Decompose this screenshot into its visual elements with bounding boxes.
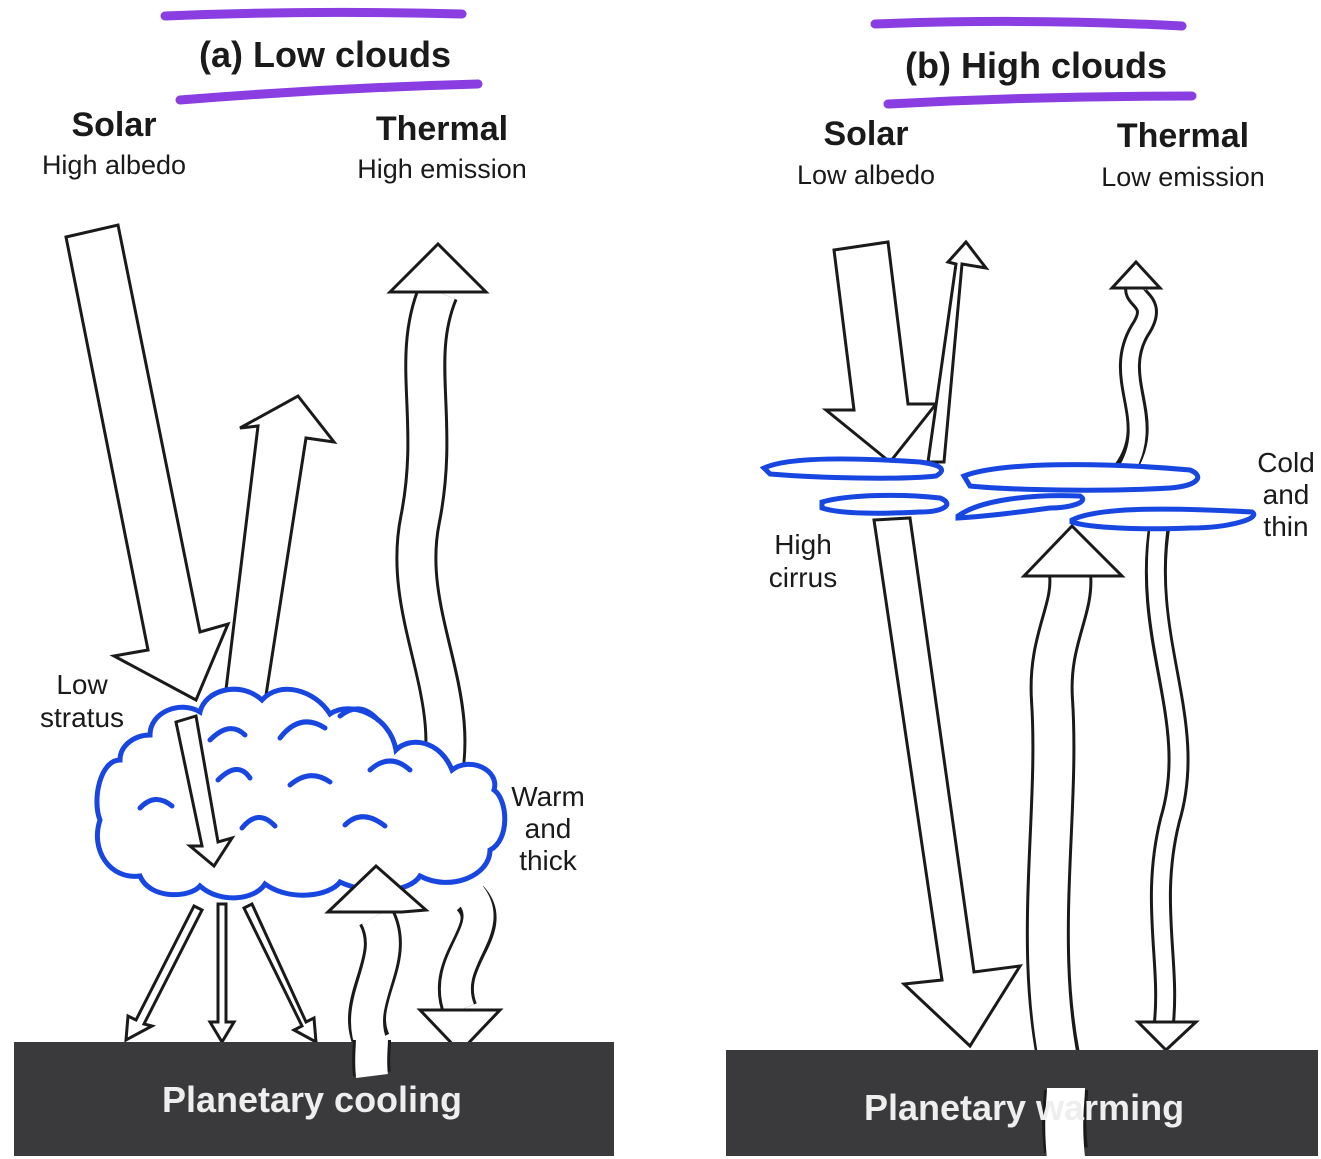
thermal-subheader-b: Low emission: [1101, 162, 1265, 192]
solar-header-a: Solar: [71, 106, 156, 144]
thermal-header-b: Thermal: [1117, 117, 1249, 155]
reflected-solar-arrow-b: [928, 242, 986, 462]
panel-high-clouds: (b) High clouds Solar Low albedo Thermal…: [726, 21, 1318, 1158]
thermal-emission-arrow-a: [390, 244, 486, 812]
title-highlight-bottom-a: [180, 84, 478, 100]
cloud-label-line1-a: Low: [56, 669, 108, 700]
side-label-line3-a: thick: [519, 845, 578, 876]
surface-arrow-base-fill-a: [371, 1038, 372, 1076]
transmitted-solar-arrow-b: [874, 518, 1020, 1046]
side-label-line2-b: and: [1263, 479, 1310, 510]
title-highlight-bottom-b: [888, 96, 1192, 104]
surface-thermal-up-arrow-a: [328, 866, 426, 1046]
surface-thermal-up-arrow-b: [1024, 526, 1122, 1094]
cloud-thermal-up-arrow-b: [1112, 262, 1160, 474]
cloud-thermal-down-arrow-b: [1138, 518, 1196, 1050]
cloud-label-line2-a: stratus: [40, 702, 124, 733]
thermal-header-a: Thermal: [376, 110, 508, 148]
panel-title-b: (b) High clouds: [905, 45, 1167, 86]
cloud-thermal-down-arrow-a: [420, 894, 500, 1052]
solar-subheader-a: High albedo: [42, 150, 186, 180]
panel-low-clouds: (a) Low clouds Solar High albedo Thermal…: [14, 12, 614, 1156]
solar-subheader-b: Low albedo: [797, 160, 935, 190]
title-highlight-top-a: [165, 12, 462, 16]
side-label-line1-a: Warm: [511, 781, 585, 812]
solar-header-b: Solar: [823, 115, 908, 153]
panel-title-a: (a) Low clouds: [199, 34, 451, 75]
incoming-solar-arrow-b: [826, 242, 936, 462]
incoming-solar-arrow-a: [66, 225, 228, 700]
ground-bar-label-b: Planetary warming: [864, 1087, 1184, 1128]
ground-bar-label-a: Planetary cooling: [162, 1079, 462, 1120]
side-label-line2-a: and: [525, 813, 572, 844]
cloud-label-line2-b: cirrus: [769, 562, 837, 593]
cloud-label-line1-b: High: [774, 529, 832, 560]
reflected-solar-arrow-a: [224, 396, 334, 708]
thermal-subheader-a: High emission: [357, 154, 527, 184]
side-label-line3-b: thin: [1263, 511, 1308, 542]
high-cirrus-clouds: [764, 459, 1254, 529]
side-label-line1-b: Cold: [1257, 447, 1315, 478]
title-highlight-top-b: [875, 21, 1182, 26]
diffuse-solar-arrows-a: [126, 904, 316, 1042]
